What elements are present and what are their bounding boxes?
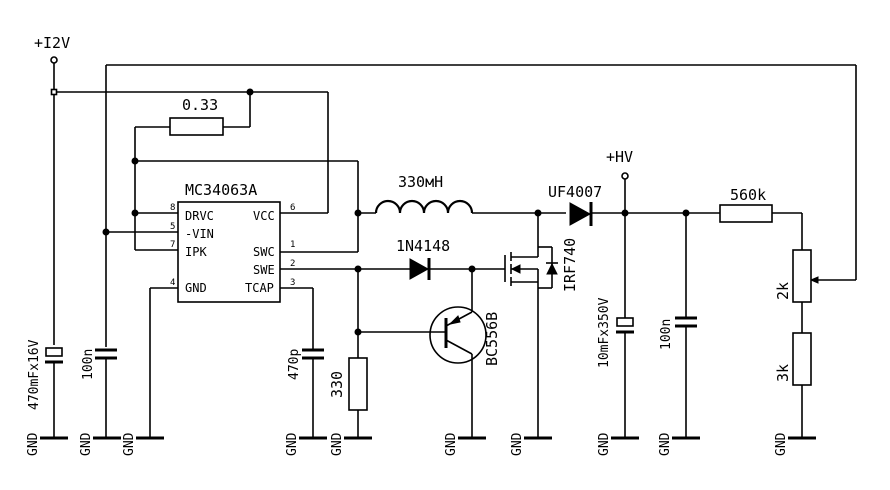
gnd-label-6: GND [444, 432, 459, 456]
gnd-label-8: GND [597, 432, 612, 456]
gnd-label-5: GND [330, 432, 345, 456]
r-sense-label: 0.33 [182, 96, 218, 114]
ic-pin-ipk: IPK [185, 245, 207, 259]
gnd-label-4: GND [285, 432, 300, 456]
cap-input-label: 470mFx16V [27, 339, 42, 410]
ic-pin-vin: -VIN [185, 227, 214, 241]
ic-pinnum-ipk: 7 [170, 240, 175, 250]
ic-pinnum-vin: 5 [170, 222, 175, 232]
v12-label: +I2V [34, 34, 70, 52]
ic-pinnum-swe: 2 [290, 259, 295, 269]
gnd-label-9: GND [658, 432, 673, 456]
cap-timing: 470p [287, 348, 324, 430]
ic-pinnum-swc: 1 [290, 240, 295, 250]
gnd-label-3: GND [122, 432, 137, 456]
pot-label: 2k [774, 282, 792, 300]
inductor-label: 330мН [398, 173, 443, 191]
diode-uf4007: UF4007 [534, 183, 720, 226]
ic-name: MC34063A [185, 181, 257, 199]
diode-signal-label: 1N4148 [396, 237, 450, 255]
ic-pin-vcc: VCC [253, 209, 275, 223]
transistor-bc556b: BC556B [354, 269, 501, 430]
r-top: 560k [719, 186, 803, 250]
inductor: 330мН [354, 173, 566, 217]
hv-label: +HV [606, 148, 633, 166]
ic-pin-tcap: TCAP [245, 281, 274, 295]
gnd-label-7: GND [510, 432, 525, 456]
diode-fast-label: UF4007 [548, 183, 602, 201]
cap-output-label: 10mFx350V [597, 297, 612, 368]
v12-rail: +I2V [34, 34, 328, 345]
ic-pin-gnd: GND [185, 281, 207, 295]
r-gate-label: 330 [328, 371, 346, 398]
hv-rail: +HV [606, 148, 633, 318]
ic-pinnum-tcap: 3 [290, 278, 295, 288]
diode-1n4148: 1N4148 [354, 237, 505, 358]
r-gate: 330 [328, 357, 368, 430]
cap-timing-label: 470p [287, 349, 302, 380]
ic-pinnum-gnd: 4 [170, 278, 175, 288]
pot-2k: 2k [774, 249, 812, 333]
vin-feedback-wire [102, 64, 857, 347]
mosfet-irf740: IRF740 [504, 213, 579, 438]
gnd-label-2: GND [79, 432, 94, 456]
r-sense: 0.33 [131, 88, 359, 252]
gnd-label-1: GND [26, 432, 41, 456]
cap-100n-b-label: 100n [659, 319, 674, 350]
cap-100n-a: 100n [81, 348, 117, 430]
transistor-label: BC556B [483, 312, 501, 366]
ic-pinnum-drvc: 8 [170, 203, 175, 213]
cap-output: 10mFx350V [597, 297, 634, 438]
r-bottom: 3k [774, 332, 812, 438]
r-bottom-label: 3k [774, 364, 792, 382]
ic-pin-swc: SWC [253, 245, 275, 259]
r-top-label: 560k [730, 186, 766, 204]
ic-mc34063a: MC34063A DRVC -VIN IPK GND VCC SWC SWE T… [149, 181, 358, 438]
gnd-label-10: GND [774, 432, 789, 456]
ic-pinnum-vcc: 6 [290, 203, 295, 213]
cap-input: 470mFx16V [27, 339, 63, 430]
mosfet-label: IRF740 [561, 238, 579, 292]
cap-100n-a-label: 100n [81, 349, 96, 380]
ground-symbols: GND GND GND GND GND GND GND GND GND GND [26, 430, 816, 456]
ic-pin-drvc: DRVC [185, 209, 214, 223]
cap-100n-b: 100n [659, 213, 697, 438]
ic-pin-swe: SWE [253, 263, 275, 277]
